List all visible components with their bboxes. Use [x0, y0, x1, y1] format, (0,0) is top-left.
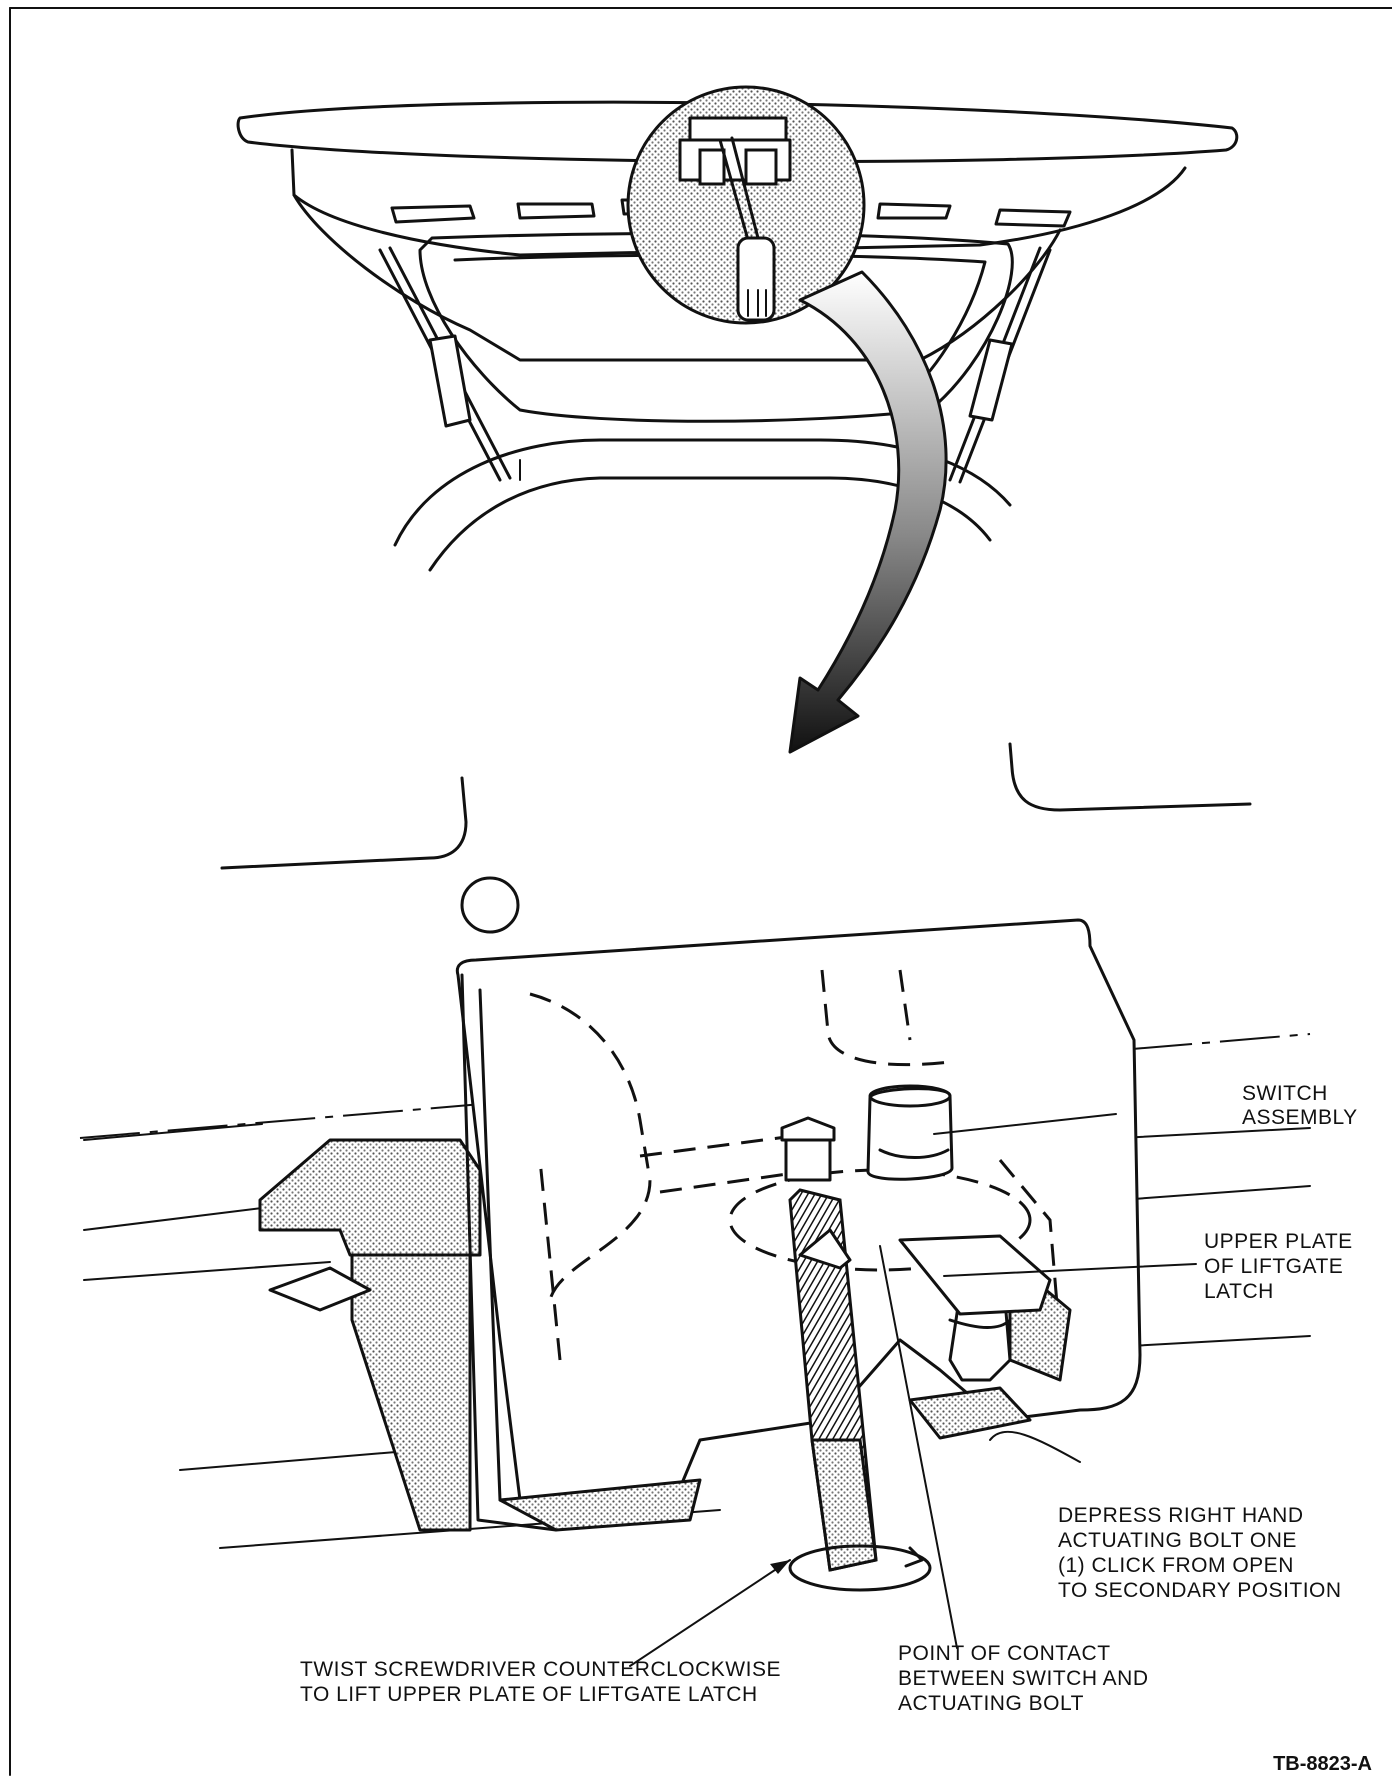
zoom-arrow — [788, 270, 948, 754]
callout-depress-bolt-line-4: TO SECONDARY POSITION — [1058, 1579, 1342, 1602]
callout-switch-assembly: SWITCH ASSEMBLY — [1242, 1082, 1358, 1129]
liftgate-overview — [236, 85, 1239, 754]
callout-depress-bolt-line-1: DEPRESS RIGHT HAND — [1058, 1504, 1304, 1527]
callout-switch-assembly-line-1: SWITCH — [1242, 1082, 1328, 1105]
callout-upper-plate-line-2: OF LIFTGATE — [1204, 1255, 1343, 1278]
callout-point-of-contact-line-1: POINT OF CONTACT — [898, 1642, 1111, 1665]
callout-switch-assembly-line-2: ASSEMBLY — [1242, 1106, 1358, 1129]
figure-id: TB-8823-A — [1273, 1753, 1372, 1775]
callout-twist-screwdriver-line-1: TWIST SCREWDRIVER COUNTERCLOCKWISE — [300, 1658, 781, 1681]
magnifier-detail — [626, 85, 866, 325]
callout-twist-screwdriver-line-2: TO LIFT UPPER PLATE OF LIFTGATE LATCH — [300, 1683, 758, 1706]
page-frame — [9, 7, 1392, 1776]
callout-depress-bolt-line-3: (1) CLICK FROM OPEN — [1058, 1554, 1294, 1577]
switch-assembly — [866, 1084, 954, 1181]
screwdriver — [780, 1116, 932, 1592]
latch-detail: SWITCH ASSEMBLY UPPER PLATE OF LIFTGATE … — [79, 742, 1358, 1715]
leader-lines — [629, 1113, 1197, 1667]
callout-upper-plate-line-1: UPPER PLATE — [1204, 1230, 1353, 1253]
callout-point-of-contact-line-3: ACTUATING BOLT — [898, 1692, 1084, 1715]
callout-upper-plate-line-3: LATCH — [1204, 1280, 1274, 1303]
callout-point-of-contact-line-2: BETWEEN SWITCH AND — [898, 1667, 1149, 1690]
callout-depress-bolt: DEPRESS RIGHT HAND ACTUATING BOLT ONE (1… — [1058, 1504, 1342, 1602]
callout-twist-screwdriver: TWIST SCREWDRIVER COUNTERCLOCKWISE TO LI… — [300, 1658, 781, 1706]
callout-depress-bolt-line-2: ACTUATING BOLT ONE — [1058, 1529, 1297, 1552]
callout-point-of-contact: POINT OF CONTACT BETWEEN SWITCH AND ACTU… — [898, 1642, 1149, 1715]
callout-upper-plate: UPPER PLATE OF LIFTGATE LATCH — [1204, 1230, 1353, 1303]
gas-struts — [378, 246, 1052, 484]
